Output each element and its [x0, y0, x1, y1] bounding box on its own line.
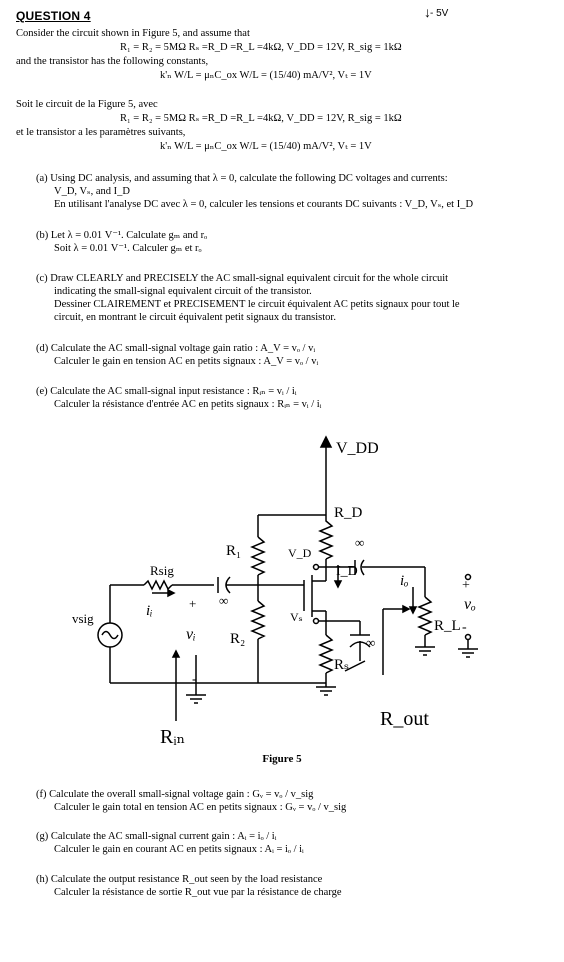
question-title: QUESTION 4: [16, 9, 91, 23]
label-rsig: Rsig: [150, 563, 174, 578]
rin-arrow-icon: [171, 649, 181, 658]
part-f-fr: Calculer le gain total en tension AC en …: [54, 802, 347, 813]
vdd-arrow-icon: [319, 435, 333, 448]
part-b: (b) Let λ = 0.01 V⁻¹. Calculate gₘ and r…: [36, 229, 536, 255]
vo-plus-terminal: [464, 573, 472, 581]
label-id: I_D: [336, 564, 358, 579]
part-e-en: (e) Calculate the AC small-signal input …: [36, 386, 297, 397]
vs-node: [312, 617, 320, 625]
ci-capacitor-plate2: [225, 576, 231, 594]
rsig-resistor: [143, 579, 173, 591]
label-vd: V_D: [288, 546, 312, 560]
ii-arrow-icon: [167, 588, 176, 598]
part-b-fr: Soit λ = 0.01 V⁻¹. Calculer gₘ et rₒ: [54, 243, 202, 254]
part-b-en: (b) Let λ = 0.01 V⁻¹. Calculate gₘ and r…: [36, 230, 208, 241]
label-vsig: vsig: [72, 611, 94, 626]
part-h: (h) Calculate the output resistance R_ou…: [36, 873, 536, 899]
rd-resistor: [318, 515, 334, 560]
label-vo: vₒ: [464, 596, 476, 613]
rout-arrow-icon: [402, 604, 411, 614]
part-a-en2: V_D, Vₛ, and I_D: [54, 186, 130, 197]
label-ii: iᵢ: [146, 603, 153, 619]
intro-fr: Soit le circuit de la Figure 5, avec: [16, 99, 158, 110]
part-f-en: (f) Calculate the overall small-signal v…: [36, 789, 314, 800]
part-d: (d) Calculate the AC small-signal voltag…: [36, 342, 536, 368]
label-vo-minus: -: [462, 620, 467, 635]
label-io: iₒ: [400, 573, 408, 589]
label-rout: R_out: [380, 708, 429, 730]
intro-en: Consider the circuit shown in Figure 5, …: [16, 28, 250, 39]
label-rs: Rₛ: [334, 657, 349, 673]
label-vo-plus: +: [462, 578, 470, 593]
part-c-en2: indicating the small-signal equivalent c…: [54, 286, 312, 297]
vsig-sine-icon: [101, 630, 119, 640]
vo-minus-terminal: [464, 633, 472, 641]
vd-node: [312, 563, 320, 571]
co-capacitor-plate2: [360, 559, 365, 576]
label-vi-plus: +: [189, 596, 196, 611]
part-h-en: (h) Calculate the output resistance R_ou…: [36, 874, 323, 885]
label-vdd: V_DD: [336, 440, 379, 457]
part-c-en: (c) Draw CLEARLY and PRECISELY the AC sm…: [36, 273, 449, 284]
label-ci-inf: ∞: [219, 593, 228, 608]
corner-note-text: - 5V: [430, 8, 449, 19]
label-r2: R₂: [230, 631, 245, 647]
part-e-fr: Calculer la résistance d'entrée AC en pe…: [54, 399, 322, 410]
label-rin: Rᵢₙ: [160, 726, 185, 748]
part-f: (f) Calculate the overall small-signal v…: [36, 788, 536, 814]
mid-fr: et le transistor a les paramètres suivan…: [16, 127, 186, 138]
part-d-fr: Calculer le gain en tension AC en petits…: [54, 356, 319, 367]
circuit-figure: V_DD R_D R₁ V_D I_D Vₛ R₂ Rₛ Rsig iᵢ vsi…: [72, 435, 478, 748]
label-vi: vᵢ: [186, 626, 196, 643]
label-vi-minus: -: [192, 672, 197, 687]
part-g: (g) Calculate the AC small-signal curren…: [36, 830, 536, 856]
label-cs-inf: ∞: [366, 635, 375, 650]
label-rd: R_D: [334, 505, 363, 521]
mid-en: and the transistor has the following con…: [16, 56, 209, 67]
part-a-fr: En utilisant l'analyse DC avec λ = 0, ca…: [54, 199, 474, 210]
equation-1-en: R₁ = R₂ = 5MΩ Rₛ =R_D =R_L =4kΩ, V_DD = …: [120, 42, 402, 53]
part-c: (c) Draw CLEARLY and PRECISELY the AC sm…: [36, 272, 536, 324]
label-rl: R_L: [434, 618, 461, 634]
down-arrow-icon: ↓: [424, 4, 431, 20]
rl-resistor: [417, 596, 433, 636]
part-c-fr: Dessiner CLAIREMENT et PRECISEMENT le ci…: [54, 299, 460, 310]
part-g-en: (g) Calculate the AC small-signal curren…: [36, 831, 277, 842]
label-co-inf: ∞: [355, 535, 364, 550]
part-c-fr2: circuit, en montrant le circuit équivale…: [54, 312, 336, 323]
label-vs: Vₛ: [290, 610, 303, 624]
rs-resistor: [318, 634, 334, 674]
part-g-fr: Calculer le gain en courant AC en petits…: [54, 844, 304, 855]
label-r1: R₁: [226, 543, 241, 559]
equation-2-fr: k'ₙ W/L = μₙC_ox W/L = (15/40) mA/V², Vₜ…: [160, 141, 372, 152]
part-h-fr: Calculer la résistance de sortie R_out v…: [54, 887, 342, 898]
r2-resistor: [250, 600, 266, 640]
part-a-en: (a) Using DC analysis, and assuming that…: [36, 173, 448, 184]
equation-1-fr: R₁ = R₂ = 5MΩ Rₛ =R_D =R_L =4kΩ, V_DD = …: [120, 113, 402, 124]
figure-caption: Figure 5: [262, 753, 302, 765]
part-e: (e) Calculate the AC small-signal input …: [36, 385, 536, 411]
id-arrow-icon: [333, 580, 343, 589]
equation-2-en: k'ₙ W/L = μₙC_ox W/L = (15/40) mA/V², Vₜ…: [160, 70, 372, 81]
part-d-en: (d) Calculate the AC small-signal voltag…: [36, 343, 316, 354]
r1-resistor: [250, 536, 266, 576]
corner-note: ↓ - 5V: [424, 4, 449, 20]
io-arrow-icon: [408, 606, 418, 615]
part-a: (a) Using DC analysis, and assuming that…: [36, 172, 536, 211]
